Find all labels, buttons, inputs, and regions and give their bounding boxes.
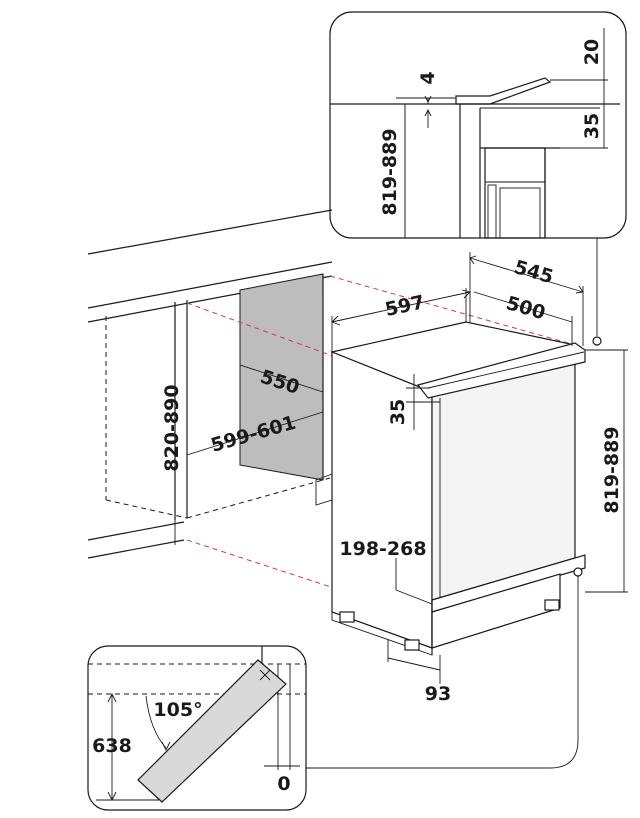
dim-depth-total-line <box>469 257 584 293</box>
inset-hinge <box>487 184 497 239</box>
door-leader-dot <box>573 567 583 577</box>
dim-front-top-label: 35 <box>387 399 409 425</box>
dim-door-arc-arrow-bottom <box>107 791 117 802</box>
dim-width-label: 597 <box>383 291 426 321</box>
dim-plinth-height-label: 198-268 <box>339 538 426 560</box>
dim-inset-height-label: 819-889 <box>379 128 401 215</box>
door-leader <box>306 576 579 769</box>
inset-top-trim <box>455 77 552 105</box>
cabinet-bottom-dashed <box>105 499 188 519</box>
dim-top-height-label: 20 <box>581 39 603 65</box>
door-angle-arrow <box>161 741 171 752</box>
plinth-line-1 <box>87 521 185 541</box>
dim-width-arrow-left <box>331 315 341 326</box>
dim-door-arc-arrow-top <box>107 692 117 703</box>
foot-front-left <box>404 639 420 651</box>
dim-gap-label: 4 <box>417 71 439 84</box>
dim-depth-body-line <box>473 291 573 323</box>
inset-frame <box>329 11 627 239</box>
door-open-panel <box>137 659 287 803</box>
dim-plinth-offset-label: 93 <box>425 683 451 705</box>
dim-top-depth-label: 35 <box>581 113 603 139</box>
dim-depth-total-arrow-right <box>575 285 584 294</box>
niche-plinth-corner <box>315 473 333 506</box>
appliance-top-trim <box>416 342 586 399</box>
foot-front-right <box>544 599 560 611</box>
dim-plinth-height-ext <box>395 589 433 605</box>
dim-niche-width-line <box>186 411 324 456</box>
top-detail-inset: 4 20 35 819-889 <box>329 11 627 239</box>
dim-width-line <box>331 291 471 323</box>
dim-depth-total-arrow-left <box>469 255 477 265</box>
cabinet-floor-dashed <box>186 477 331 519</box>
dim-niche-height-label: 820-890 <box>161 384 183 471</box>
inset-handle-recess <box>499 187 541 239</box>
inset-leader-dot <box>592 336 602 346</box>
worktop-front-top <box>87 261 333 309</box>
kitchen-niche: 820-890 599-601 550 <box>87 209 576 621</box>
dim-plinth-offset-line <box>387 657 441 671</box>
appliance-trim-line <box>427 351 585 389</box>
niche-projection-back <box>329 275 576 346</box>
dim-door-clearance-label: 0 <box>277 773 290 795</box>
door-opening-detail: 105° 638 0 <box>87 645 307 811</box>
plinth-line-2 <box>87 539 185 559</box>
appliance <box>329 321 586 656</box>
dim-depth-total-label: 545 <box>512 256 556 288</box>
dim-depth-body-label: 500 <box>504 292 548 324</box>
foot-back-left <box>339 611 355 623</box>
worktop-back-edge <box>87 209 333 255</box>
appliance-left-side <box>331 351 433 649</box>
door-pivot-x2 <box>259 669 271 681</box>
dim-niche-depth-line <box>239 364 324 393</box>
niche-projection-bottom <box>186 539 433 621</box>
dim-door-angle-label: 105° <box>153 699 202 721</box>
dim-door-arc-label: 638 <box>92 735 132 757</box>
dim-appliance-height-label: 819-889 <box>601 426 623 513</box>
